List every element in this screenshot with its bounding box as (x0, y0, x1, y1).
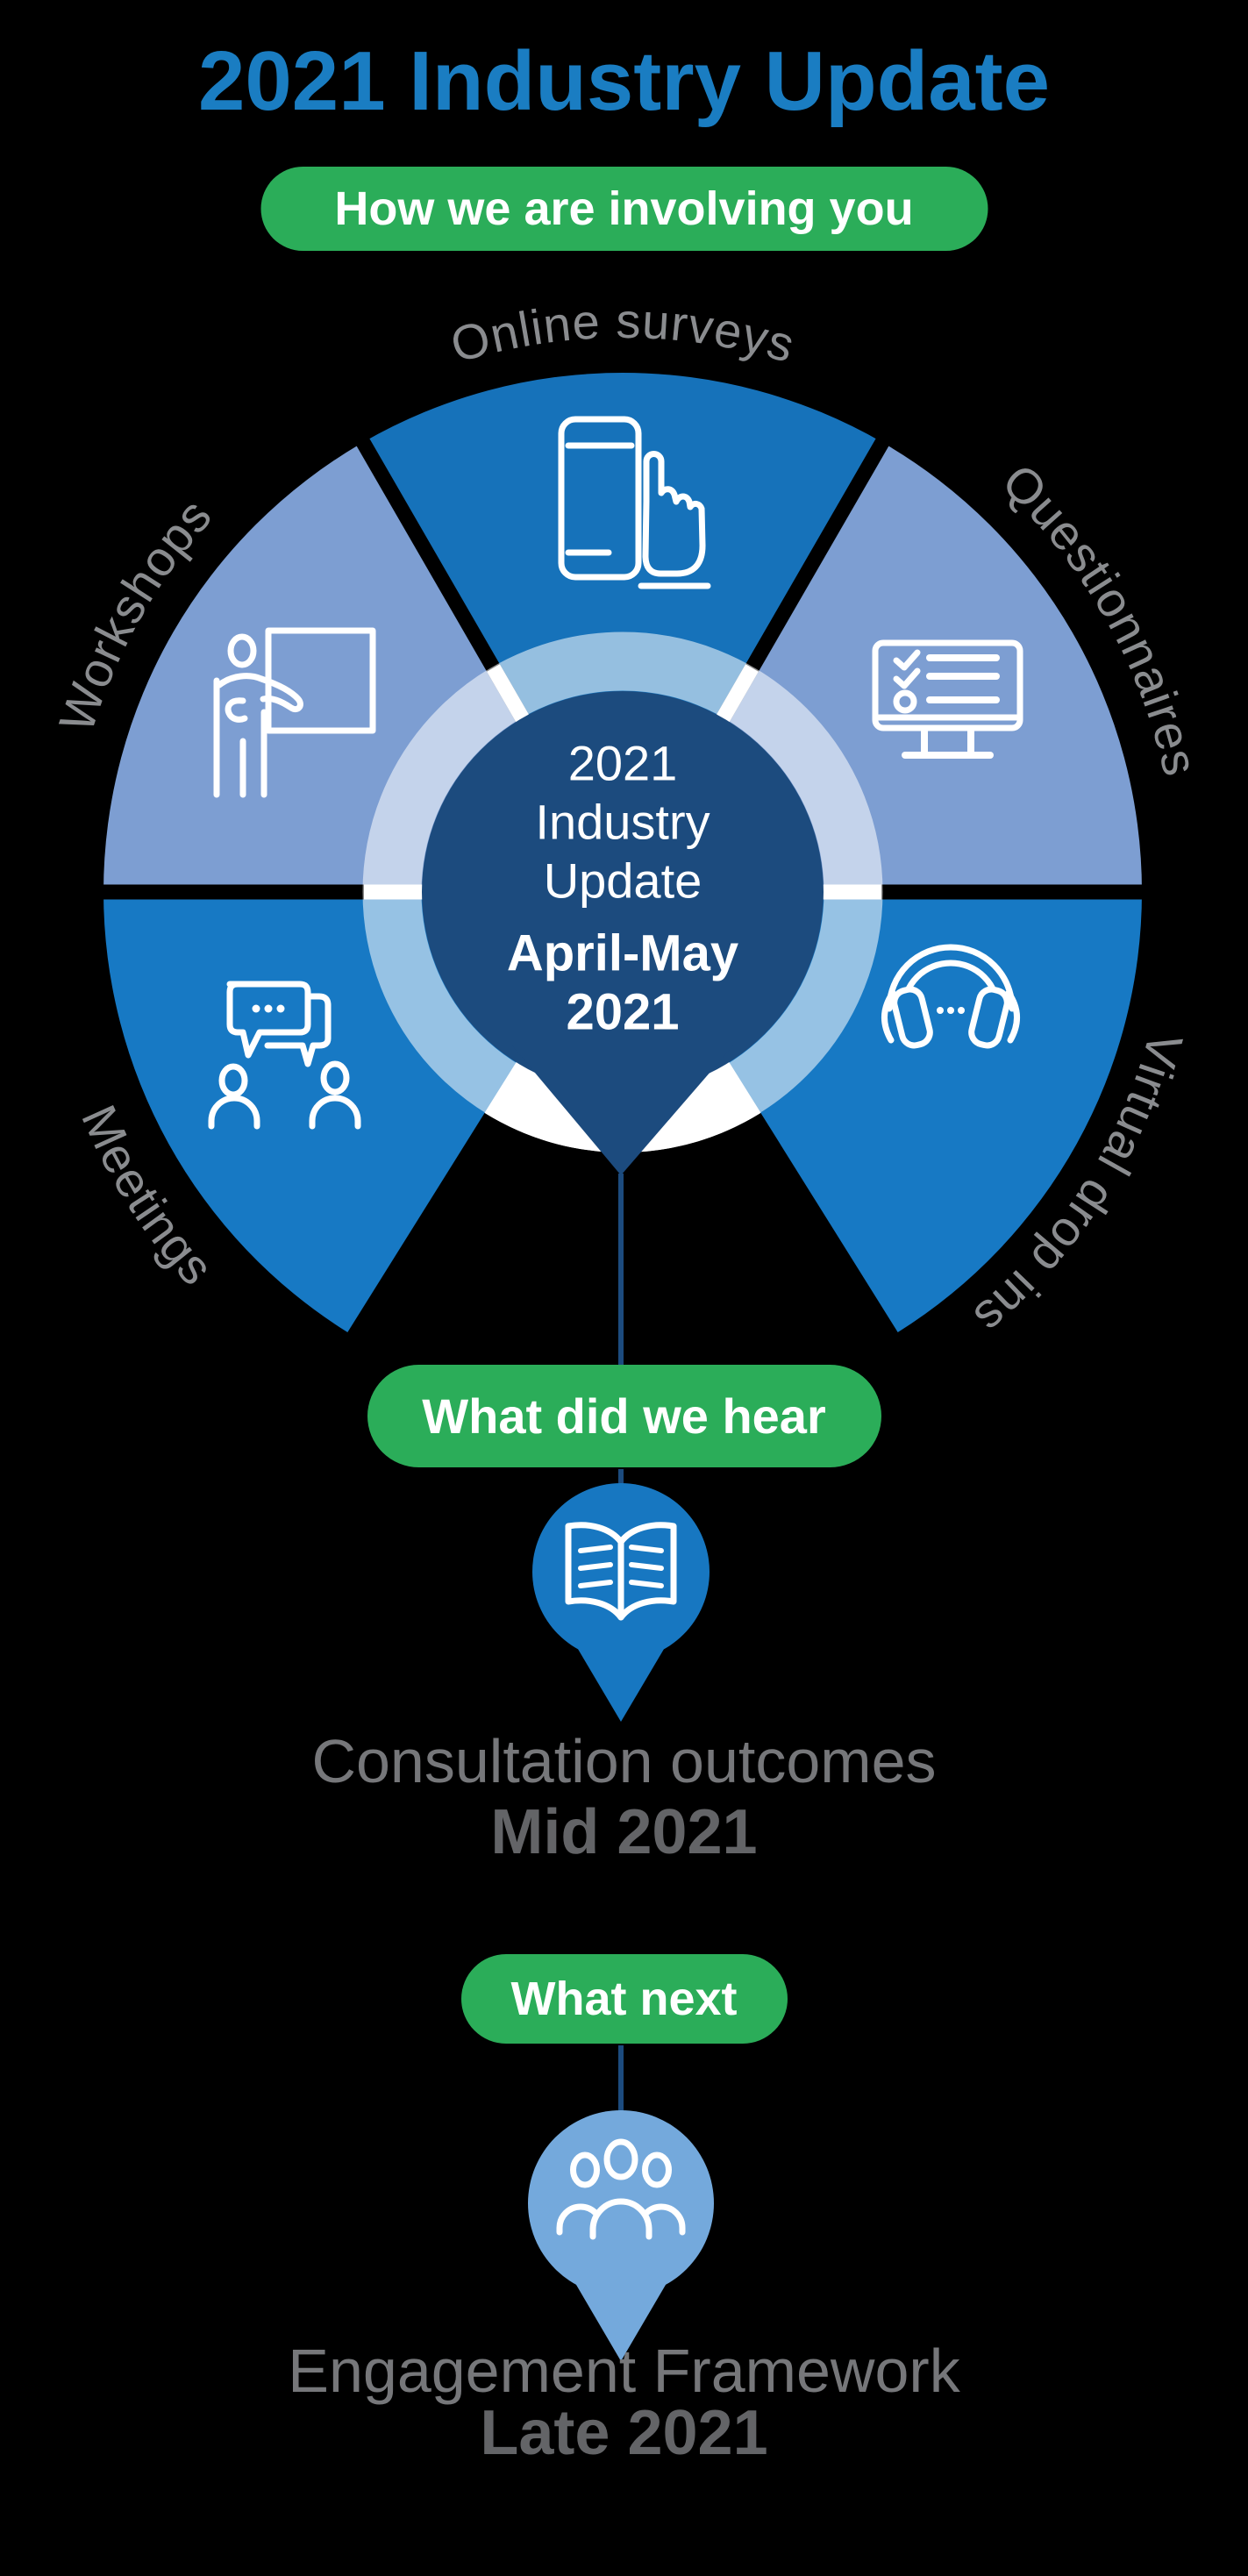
presenter-whiteboard-icon (213, 627, 376, 798)
center-period-line-1: April-May (506, 924, 739, 982)
center-period: April-May 2021 (439, 924, 807, 1042)
hear-badge: What did we hear (367, 1365, 881, 1467)
open-book-icon (565, 1522, 677, 1621)
center-line-3: Update (543, 853, 702, 909)
milestone2-title: Engagement Framework (288, 2337, 960, 2405)
next-badge: What next (460, 1954, 788, 2044)
milestone2-date: Late 2021 (480, 2398, 768, 2468)
phone-tap-icon (558, 416, 711, 589)
center-line-1: 2021 (567, 735, 678, 791)
people-group-icon (556, 2138, 686, 2240)
center-line-2: Industry (535, 794, 710, 850)
chat-people-icon (208, 981, 361, 1130)
milestone1-date: Mid 2021 (490, 1797, 758, 1867)
page-title: 2021 Industry Update (198, 34, 1050, 128)
wheel-center-text: 2021 Industry Update April-May 2021 (439, 734, 807, 1042)
milestone1-title: Consultation outcomes (311, 1727, 937, 1795)
headphones-icon (881, 944, 1020, 1049)
center-pin (422, 691, 824, 1175)
center-period-line-2: 2021 (566, 983, 680, 1041)
label-online-surveys: Online surveys (445, 293, 801, 373)
involving-badge: How we are involving you (260, 167, 988, 251)
monitor-checklist-icon (872, 639, 1023, 759)
